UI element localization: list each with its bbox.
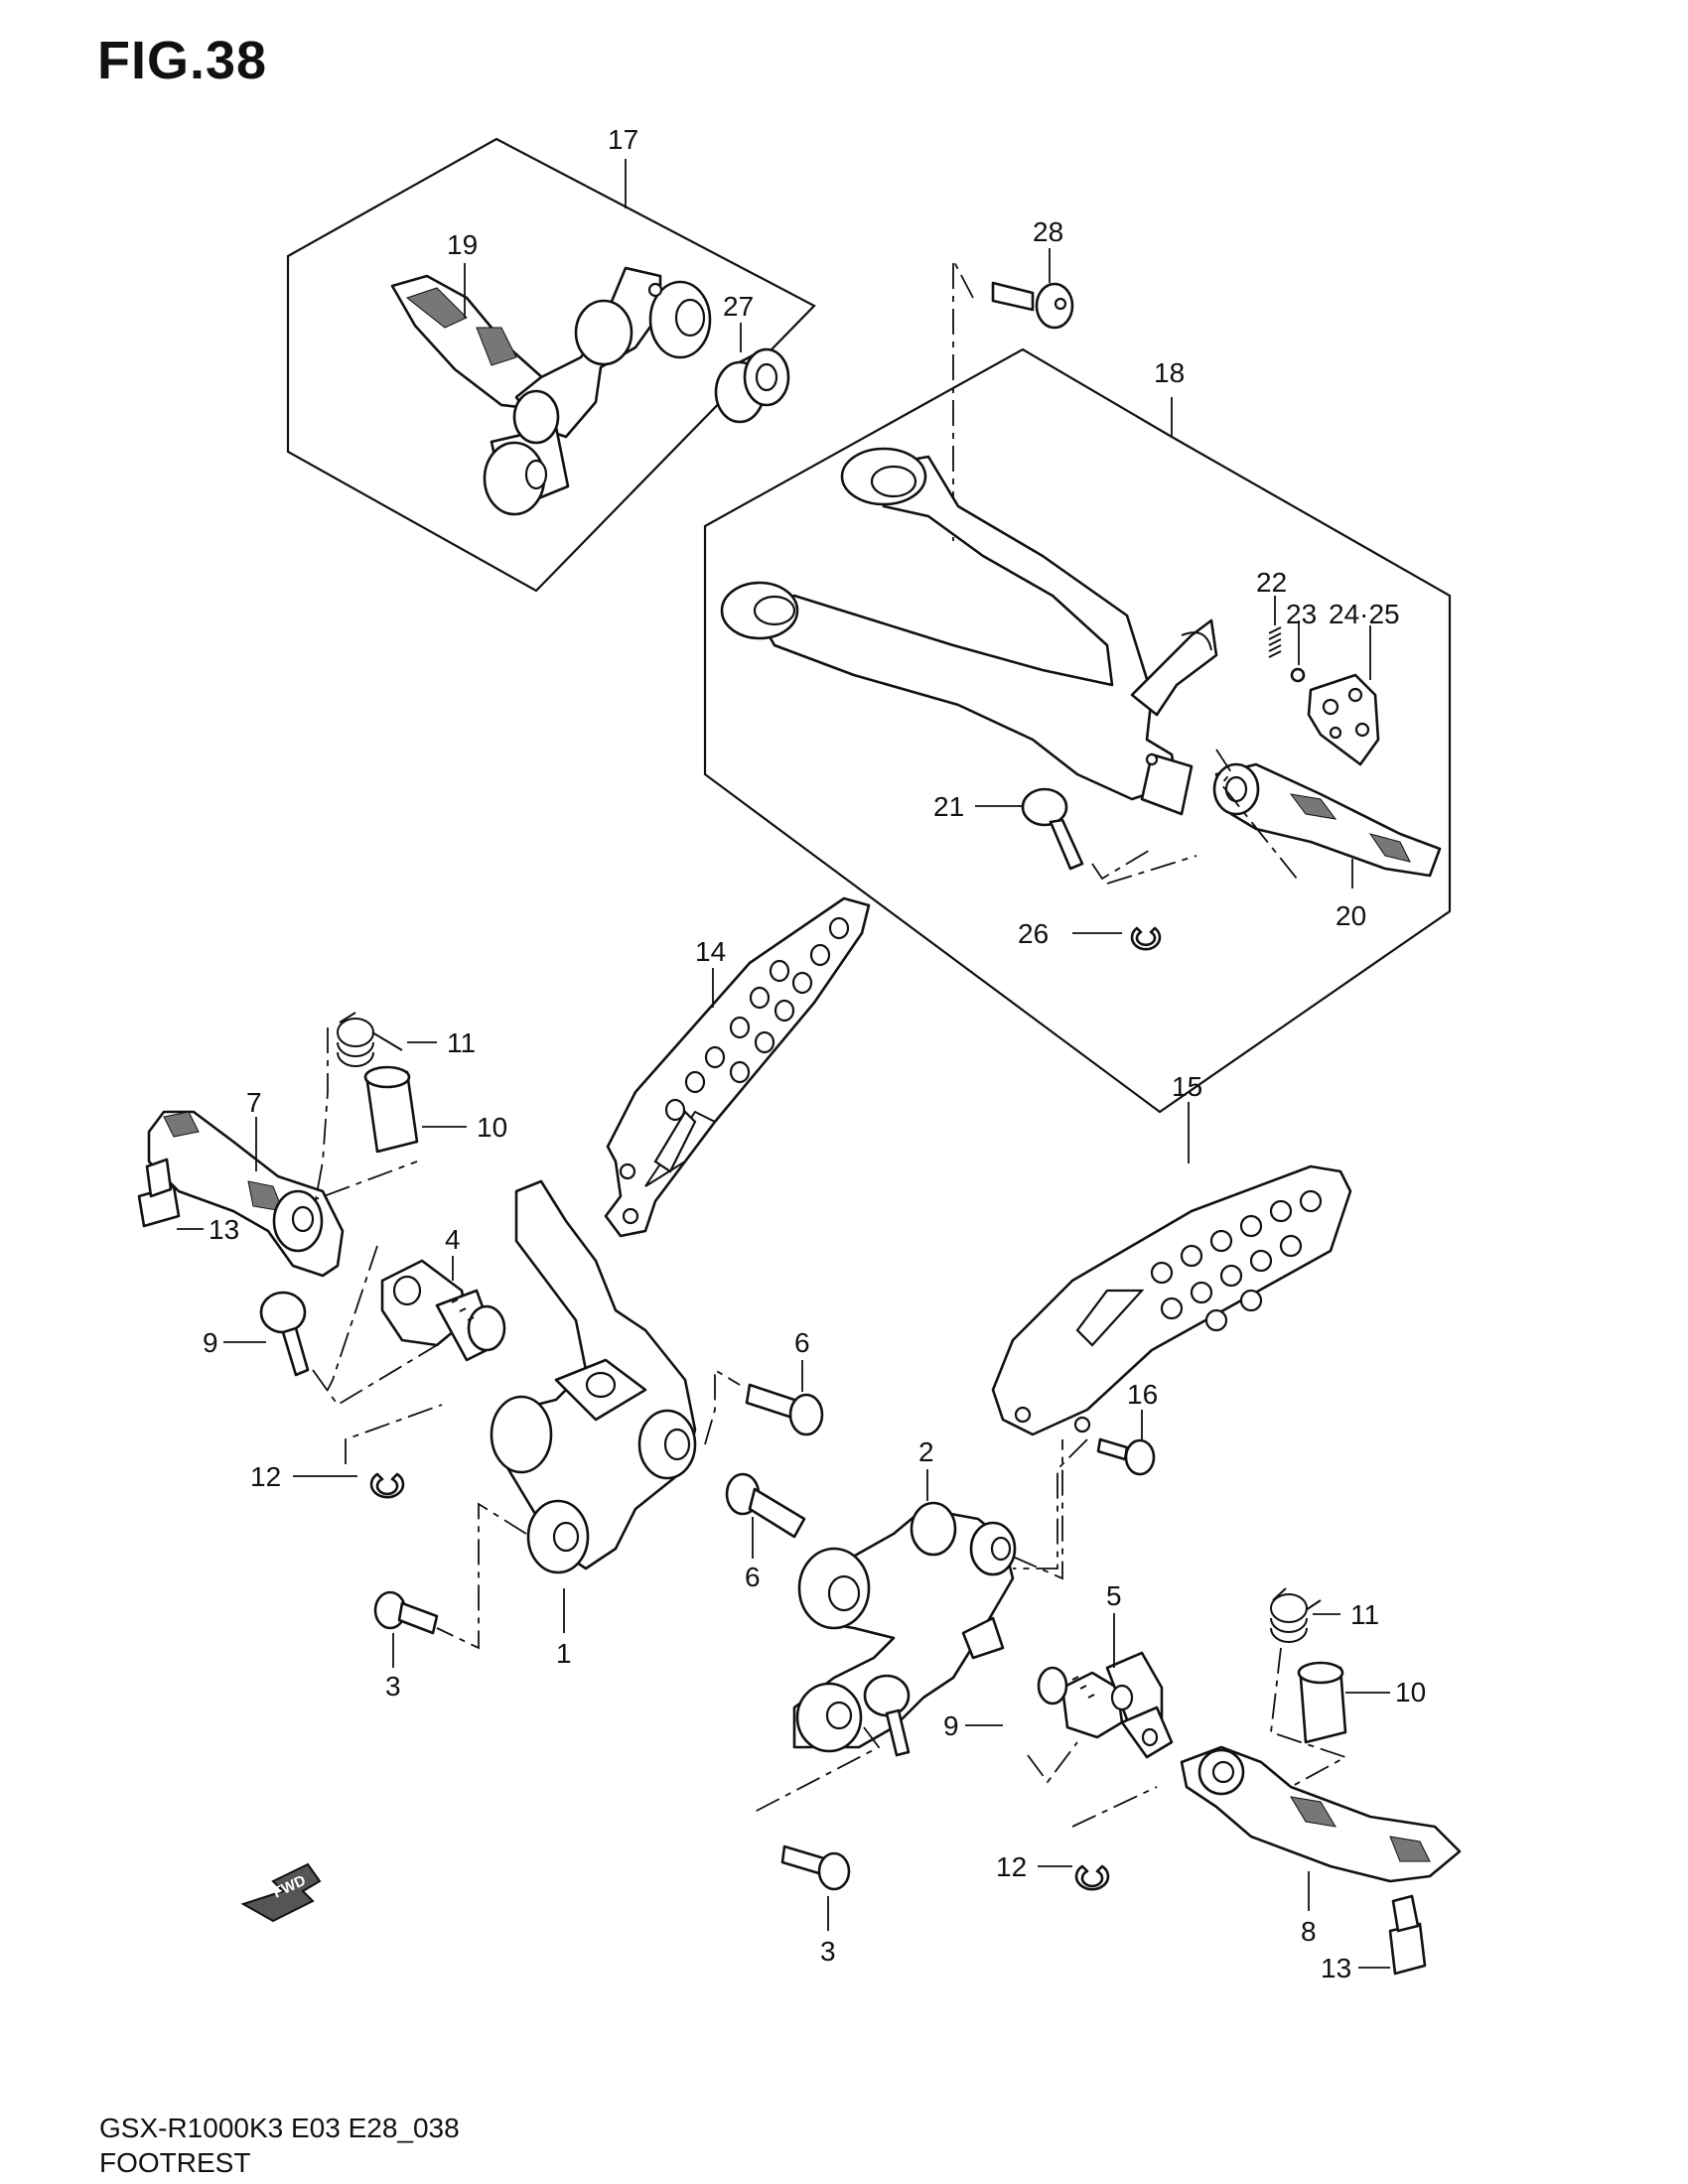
part-21-pin (1021, 787, 1084, 871)
part-23-ball (1290, 667, 1306, 683)
callout-3-lower: 3 (820, 1936, 836, 1967)
part-3-screw (373, 1590, 439, 1635)
part-15-heel-plate (991, 1164, 1352, 1436)
callout-20: 20 (1336, 900, 1366, 931)
part-5-peg-holder (1037, 1651, 1174, 1759)
part-26-clip (1130, 926, 1162, 951)
part-10-collar (363, 1065, 419, 1154)
part-20-footpeg (1212, 762, 1442, 878)
part-12-clip (369, 1472, 405, 1499)
fwd-arrow-icon: FWD (240, 1862, 322, 1923)
callout-24-25: 24·25 (1329, 599, 1400, 629)
callout-23: 23 (1286, 599, 1317, 629)
callout-9-right: 9 (943, 1710, 959, 1741)
callout-2: 2 (918, 1436, 934, 1467)
part-11-spring-right (1270, 1587, 1322, 1643)
part-12-clip-right (1074, 1864, 1110, 1891)
part-19-bracket-footpeg (390, 266, 712, 516)
part-6-bolt-lower (725, 1472, 806, 1539)
part-3-screw-lower (780, 1844, 851, 1891)
callout-19: 19 (447, 229, 478, 260)
model-code: GSX-R1000K3 E03 E28_038 (99, 2113, 460, 2143)
part-8-footpeg (1180, 1745, 1462, 1883)
callout-26: 26 (1018, 918, 1049, 949)
callout-4: 4 (445, 1224, 461, 1255)
assembly-17-box (286, 137, 816, 593)
callout-17: 17 (608, 124, 638, 155)
callout-10: 10 (477, 1112, 507, 1143)
callout-28: 28 (1033, 216, 1063, 247)
assembly-18-box (703, 347, 1452, 1114)
callout-5: 5 (1106, 1580, 1122, 1611)
callout-14: 14 (695, 936, 726, 967)
figure-title: FIG.38 (97, 31, 268, 90)
callout-13: 13 (209, 1214, 239, 1245)
part-2-bracket (792, 1501, 1017, 1753)
callout-11: 11 (447, 1027, 476, 1058)
part-14-heel-plate (604, 896, 871, 1238)
callout-21: 21 (933, 791, 964, 822)
callout-15: 15 (1172, 1071, 1202, 1102)
part-9-pin-right (863, 1674, 911, 1757)
callout-12-right: 12 (996, 1851, 1027, 1882)
part-10-collar-right (1297, 1661, 1347, 1744)
part-28-bolt (991, 281, 1074, 330)
callout-6-lower: 6 (745, 1562, 761, 1592)
part-1-bracket (490, 1179, 697, 1574)
part-11-spring (337, 1012, 403, 1067)
callout-18: 18 (1154, 357, 1185, 388)
part-13-screw (137, 1158, 181, 1228)
callout-12: 12 (250, 1461, 281, 1492)
part-13-screw-right (1388, 1894, 1427, 1976)
callout-7: 7 (246, 1087, 262, 1118)
part-9-pin (259, 1291, 310, 1377)
callout-27: 27 (723, 291, 754, 322)
callout-3-upper: 3 (385, 1671, 401, 1702)
callout-16: 16 (1127, 1379, 1158, 1410)
part-7-footpeg (147, 1110, 345, 1278)
callout-6-upper: 6 (794, 1327, 810, 1358)
callout-10-right: 10 (1395, 1677, 1426, 1707)
part-6-bolt-upper (745, 1383, 824, 1436)
callout-1: 1 (556, 1638, 572, 1669)
part-22-spring (1268, 626, 1282, 658)
part-16-screw (1096, 1437, 1156, 1476)
part-4-peg-holder (380, 1259, 506, 1362)
callout-8: 8 (1301, 1916, 1317, 1947)
callout-22: 22 (1256, 567, 1287, 598)
callout-9: 9 (203, 1327, 218, 1358)
part-18-passenger-bracket (720, 447, 1218, 816)
part-27-collar (714, 347, 790, 424)
section-title: FOOTREST (99, 2147, 251, 2178)
callout-13-right: 13 (1321, 1953, 1351, 1983)
callout-11-right: 11 (1350, 1599, 1379, 1630)
part-24-25-plate (1307, 673, 1380, 766)
